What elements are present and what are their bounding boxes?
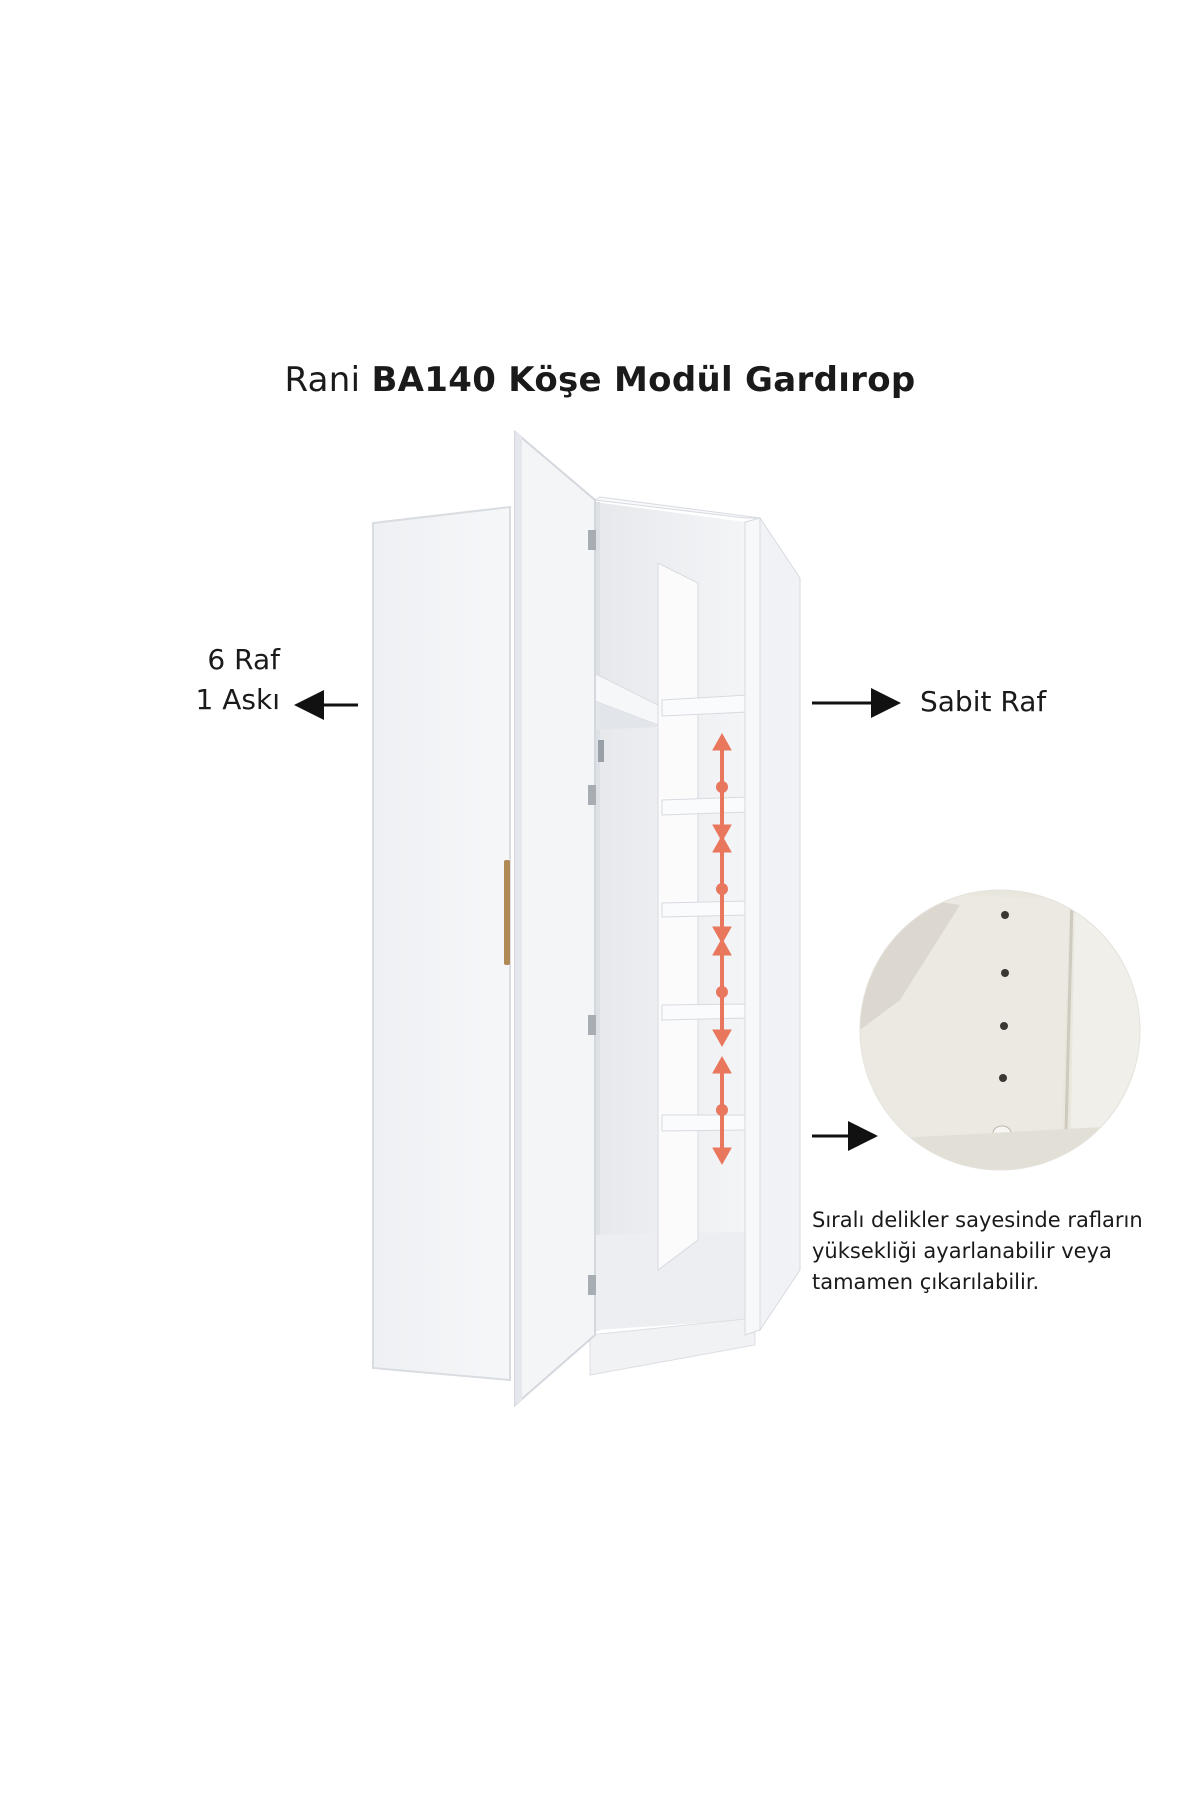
fixed-shelf-label: Sabit Raf <box>920 685 1047 718</box>
hinge-icon <box>588 1015 596 1035</box>
detail-note-line: tamamen çıkarılabilir. <box>812 1270 1040 1294</box>
hinge-icon <box>588 785 596 805</box>
detail-note-line: Sıralı delikler sayesinde rafların <box>812 1208 1143 1232</box>
left-callout: 6 Raf 1 Askı <box>150 640 280 720</box>
adjust-up-down-icon <box>712 732 732 1166</box>
title-prefix: Rani <box>284 360 372 400</box>
hinge-icon <box>588 530 596 550</box>
hanger-rail-icon <box>598 740 604 762</box>
product-title: Rani BA140 Köşe Modül Gardırop <box>0 360 1200 400</box>
title-main: BA140 Köşe Modül Gardırop <box>371 360 916 400</box>
hanger-count-label: 1 Askı <box>195 683 280 716</box>
hinge-icon <box>588 1275 596 1295</box>
wardrobe-door <box>504 429 596 1408</box>
shelf-holes-detail <box>859 889 1141 1171</box>
door-handle <box>504 860 510 965</box>
detail-note: Sıralı delikler sayesinde rafların yükse… <box>812 1205 1192 1298</box>
shelf-count-label: 6 Raf <box>207 643 280 676</box>
detail-note-line: yüksekliği ayarlanabilir veya <box>812 1239 1112 1263</box>
